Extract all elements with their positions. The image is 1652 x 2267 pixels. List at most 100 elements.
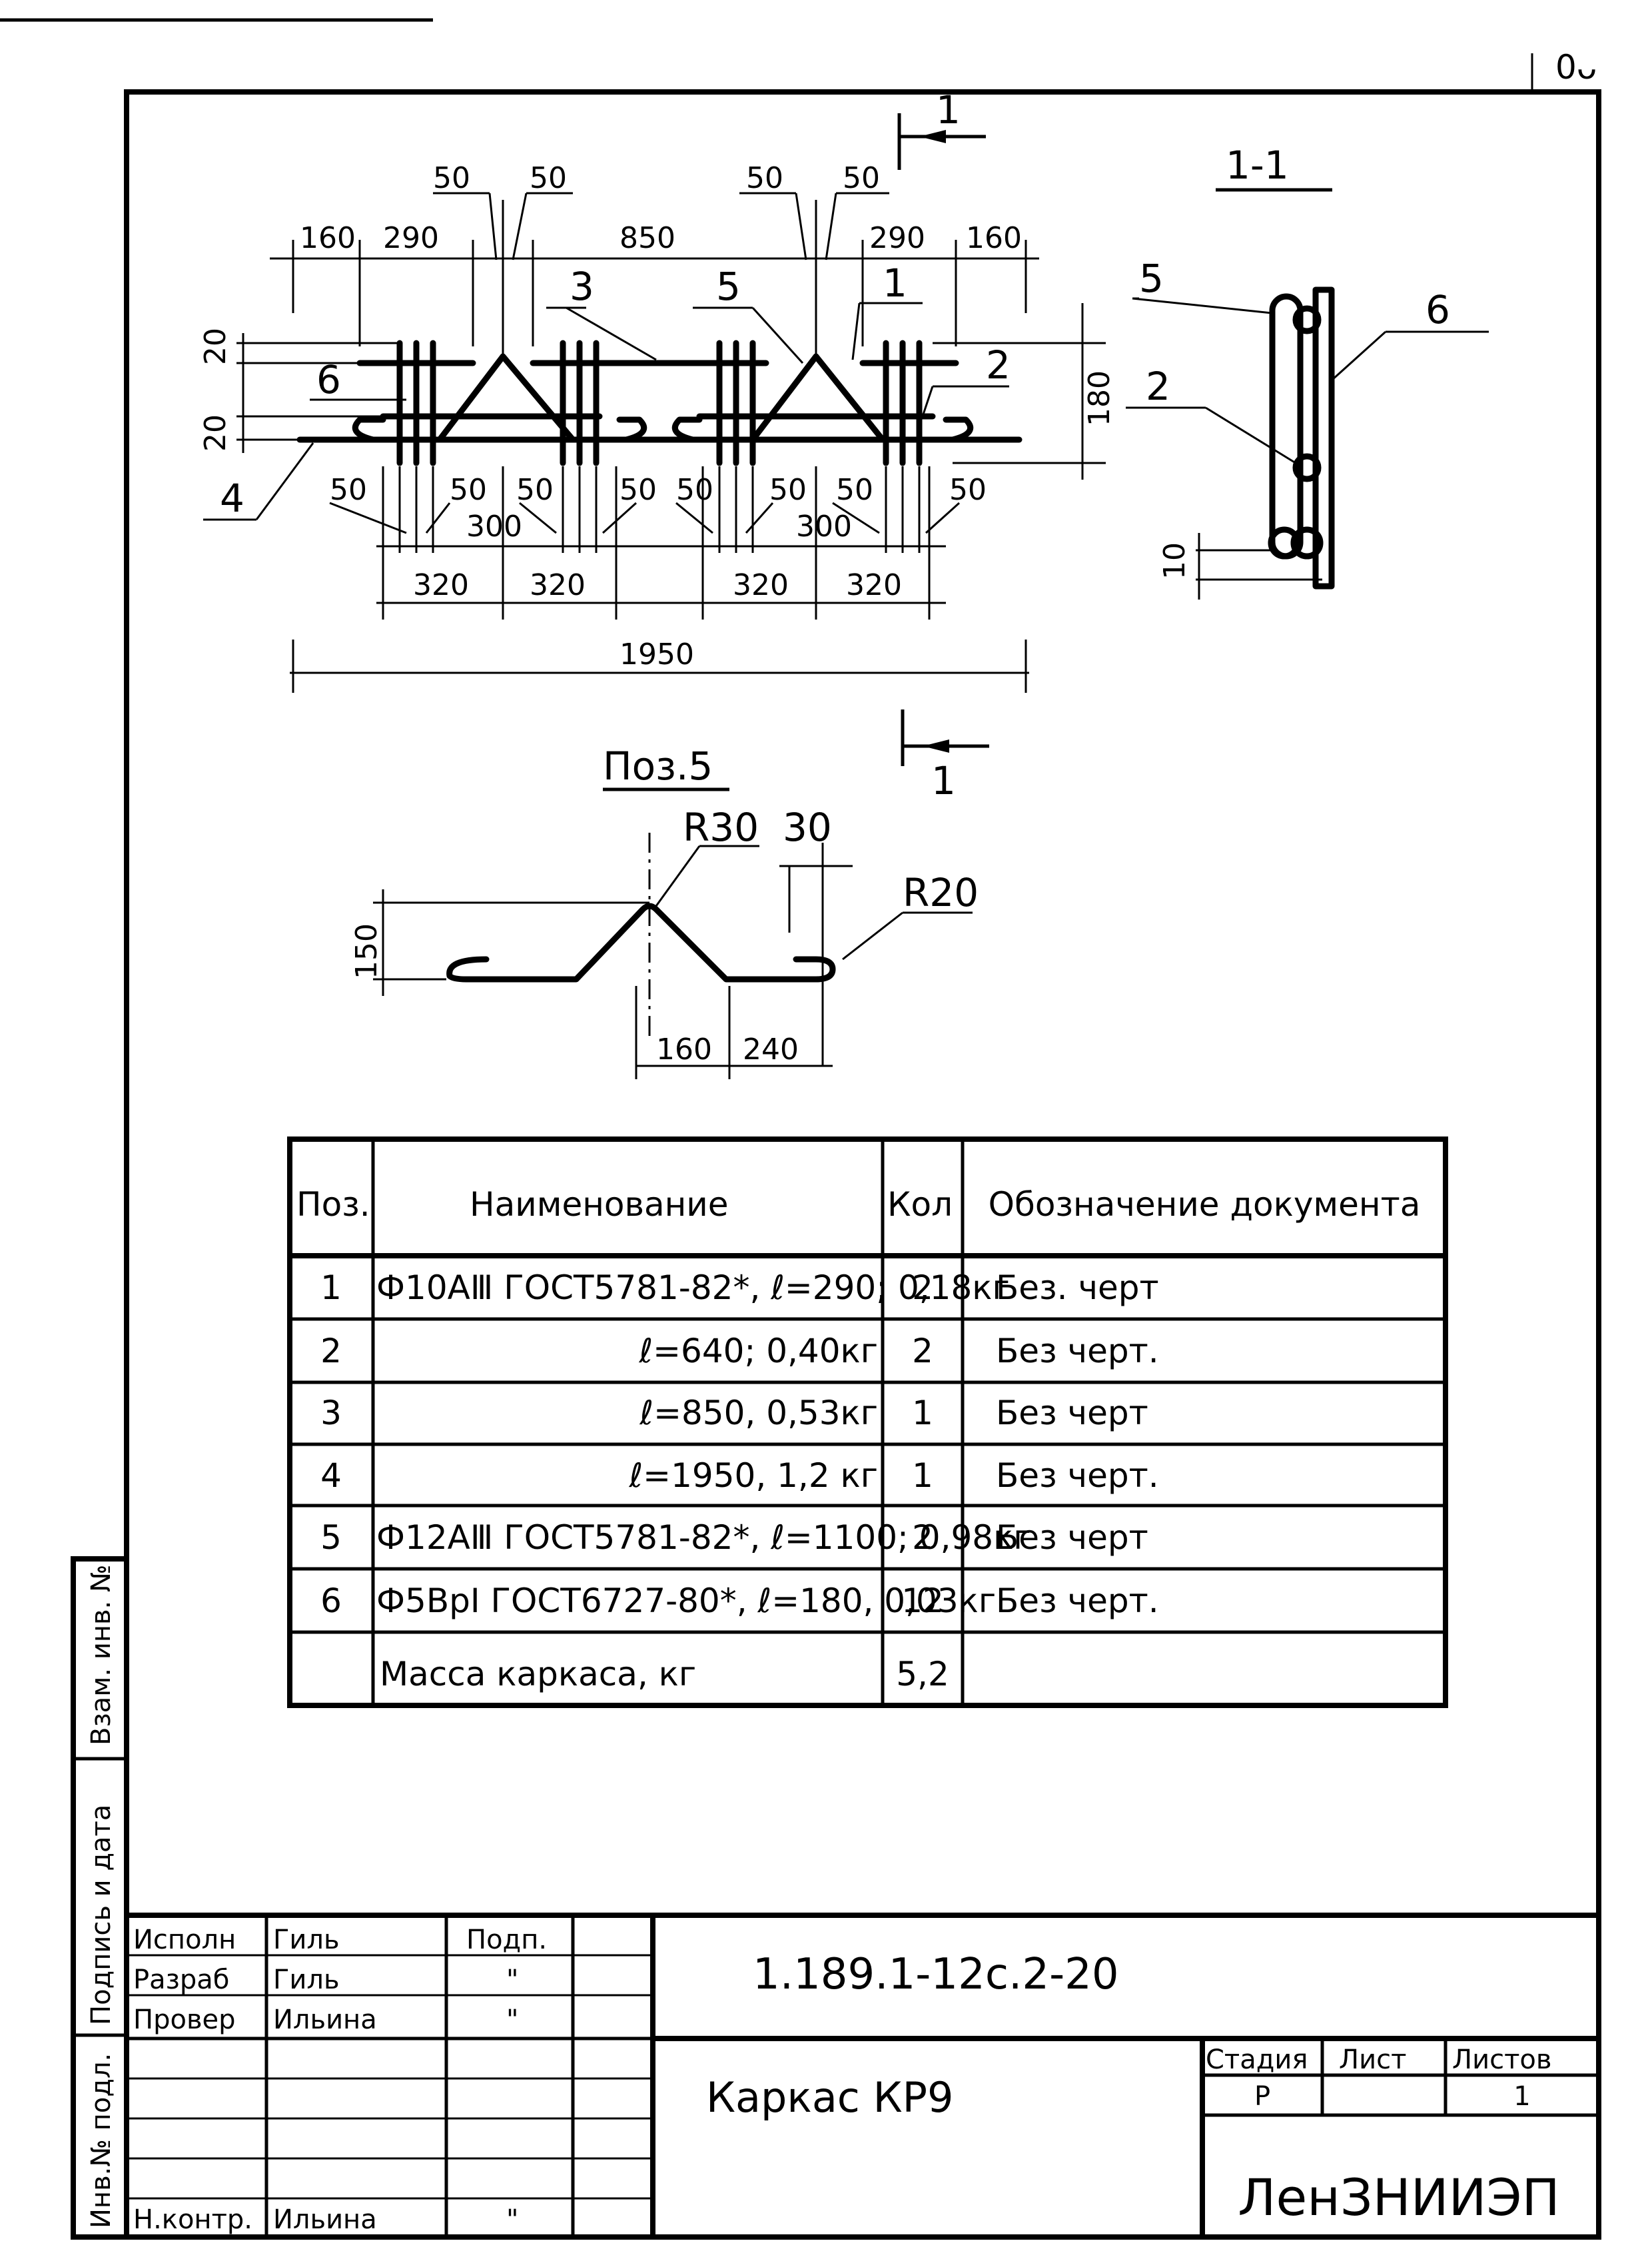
spec-row-3-name: ℓ=850, 0,53кг (639, 1394, 878, 1432)
hook-right (943, 416, 974, 443)
spec-row-2: 2 ℓ=640; 0,40кг 2 Без черт. (320, 1332, 1159, 1370)
section-mark-top-label: 1 (936, 87, 961, 133)
top-dim-290-left: 290 (383, 221, 439, 255)
spec-row-1: 1 Ф10АⅢ ГОСТ5781-82*, ℓ=290; 0,18кг 2 Бе… (320, 1268, 1159, 1307)
hook-mid-right (671, 416, 703, 443)
pos-label-3: 3 (570, 264, 594, 309)
left-dim-20-top: 20 (199, 328, 232, 365)
spec-row-5-pos: 5 (320, 1518, 342, 1557)
spec-row-1-qty: 2 (912, 1268, 933, 1307)
spec-header-name: Наименование (470, 1185, 729, 1224)
left-margin-strip: Взам. инв. № Подпись и дата Инв.№ подл. (71, 1556, 129, 2240)
spec-row-4-qty: 1 (912, 1456, 933, 1495)
spec-header-qty: Кол (887, 1185, 953, 1224)
spec-row-5: 5 Ф12АⅢ ГОСТ5781-82*, ℓ=1100; 0,98кг 2 Б… (320, 1518, 1148, 1557)
left-dim-20-bottom: 20 (199, 414, 232, 452)
spec-row-6-pos: 6 (320, 1582, 342, 1620)
section-label-6: 6 (1426, 287, 1450, 332)
pos5-view: Поз.5 R30 30 R20 150 160 240 (350, 743, 979, 1079)
section-bar-5 (1269, 293, 1304, 560)
bottom-dim-320-2: 320 (530, 568, 586, 602)
tb-sign-3: " (506, 2005, 518, 2035)
section-mark-bottom-label: 1 (931, 758, 956, 803)
bottom-dim-50-3: 50 (516, 473, 554, 507)
spec-row-6: 6 Ф5ВрⅠ ГОСТ6727-80*, ℓ=180, 0,03кг 12 Б… (320, 1582, 1159, 1620)
spec-row-1-name: Ф10АⅢ ГОСТ5781-82*, ℓ=290; 0,18кг (376, 1268, 1010, 1307)
tb-role-3: Провер (133, 2005, 236, 2035)
section-bar-6 (1312, 286, 1335, 590)
tb-sign-2: " (506, 1965, 518, 1995)
bent-bar-right (749, 353, 886, 443)
spec-row-2-qty: 2 (912, 1332, 933, 1370)
top-dim-50-4: 50 (843, 161, 880, 195)
bottom-dim-300-left: 300 (466, 510, 522, 544)
stirrups-pos6 (396, 340, 923, 466)
section-label-2: 2 (1146, 364, 1170, 409)
tb-role-2: Разраб (133, 1965, 229, 1995)
tb-sign-header: Подп. (466, 1925, 547, 1955)
section-bar-top-circle (1292, 305, 1322, 334)
bottom-dim-50-1: 50 (330, 473, 367, 507)
total-dim-1950: 1950 (620, 638, 694, 672)
margin-label-inv: Инв.№ подл. (86, 2053, 117, 2228)
spec-header-pos: Поз. (296, 1185, 370, 1224)
top-dim-290-right: 290 (869, 221, 925, 255)
main-view: 50 50 50 50 160 290 850 290 160 20 20 18… (199, 161, 1116, 693)
bottom-dim-50-6: 50 (769, 473, 807, 507)
bottom-dim-320-1: 320 (413, 568, 469, 602)
right-dim-180: 180 (1082, 370, 1116, 426)
tb-name-8: Ильина (273, 2204, 377, 2235)
hook-left (352, 416, 386, 443)
pos5-dim-240: 240 (743, 1033, 799, 1067)
tb-stage-label: Стадия (1206, 2044, 1308, 2075)
section-view: 1-1 5 6 2 10 (1126, 143, 1489, 600)
spec-row-3-pos: 3 (320, 1394, 342, 1432)
tb-name-2: Гиль (273, 1965, 340, 1995)
spec-row-mass: Масса каркаса, кг 5,2 (380, 1655, 949, 1693)
bottom-dim-50-5: 50 (676, 473, 713, 507)
spec-row-5-name: Ф12АⅢ ГОСТ5781-82*, ℓ=1100; 0,98кг (376, 1518, 1031, 1557)
tb-role-8: Н.контр. (133, 2204, 252, 2235)
bottom-dim-320-4: 320 (846, 568, 902, 602)
spec-row-5-qty: 2 (912, 1518, 933, 1557)
pos5-dim-150: 150 (350, 923, 384, 979)
bottom-dim-300-right: 300 (796, 510, 852, 544)
spec-row-3-qty: 1 (912, 1394, 933, 1432)
section-marker-bottom: 1 (901, 709, 989, 803)
pos5-title: Поз.5 (603, 743, 713, 789)
spec-header-doc: Обозначение документа (989, 1185, 1421, 1224)
tb-doc-code: 1.189.1-12с.2-20 (753, 1950, 1119, 1999)
bottom-dim-320-3: 320 (733, 568, 789, 602)
bottom-dim-50-2: 50 (450, 473, 487, 507)
spec-row-1-doc: Без. черт (996, 1268, 1159, 1307)
bottom-dim-50-4: 50 (620, 473, 657, 507)
bottom-dim-50-7: 50 (836, 473, 873, 507)
spec-row-6-doc: Без черт. (996, 1582, 1159, 1620)
spec-row-mass-qty: 5,2 (896, 1655, 949, 1693)
spec-row-4-doc: Без черт. (996, 1456, 1159, 1495)
top-dim-160-left: 160 (300, 221, 356, 255)
section-bar-bottom-circle-1 (1268, 526, 1301, 560)
pos5-bent-bar (446, 903, 836, 983)
section-dim-10: 10 (1158, 542, 1192, 580)
top-dim-160-right: 160 (966, 221, 1022, 255)
margin-label-replace: Взам. инв. № (86, 1564, 117, 1745)
top-dim-50-3: 50 (746, 161, 783, 195)
bent-bar-left (436, 353, 576, 443)
spec-row-3-doc: Без черт (996, 1394, 1148, 1432)
spec-row-4-pos: 4 (320, 1456, 342, 1495)
spec-row-1-pos: 1 (320, 1268, 342, 1307)
section-view-title: 1-1 (1226, 143, 1289, 188)
section-bar-bottom-circle-2 (1290, 526, 1324, 560)
top-dim-50-2: 50 (530, 161, 567, 195)
spec-table: Поз. Наименование Кол Обозначение докуме… (287, 1136, 1448, 1708)
top-dim-50-1: 50 (433, 161, 470, 195)
tb-name-1: Гиль (273, 1925, 340, 1955)
tb-sheet-label: Лист (1339, 2044, 1406, 2075)
section-label-5: 5 (1139, 256, 1164, 301)
spec-row-4-name: ℓ=1950, 1,2 кг (629, 1456, 878, 1495)
spec-row-2-doc: Без черт. (996, 1332, 1159, 1370)
pos5-dim-r30: R30 (683, 805, 759, 850)
tb-role-1: Исполн (133, 1925, 236, 1955)
